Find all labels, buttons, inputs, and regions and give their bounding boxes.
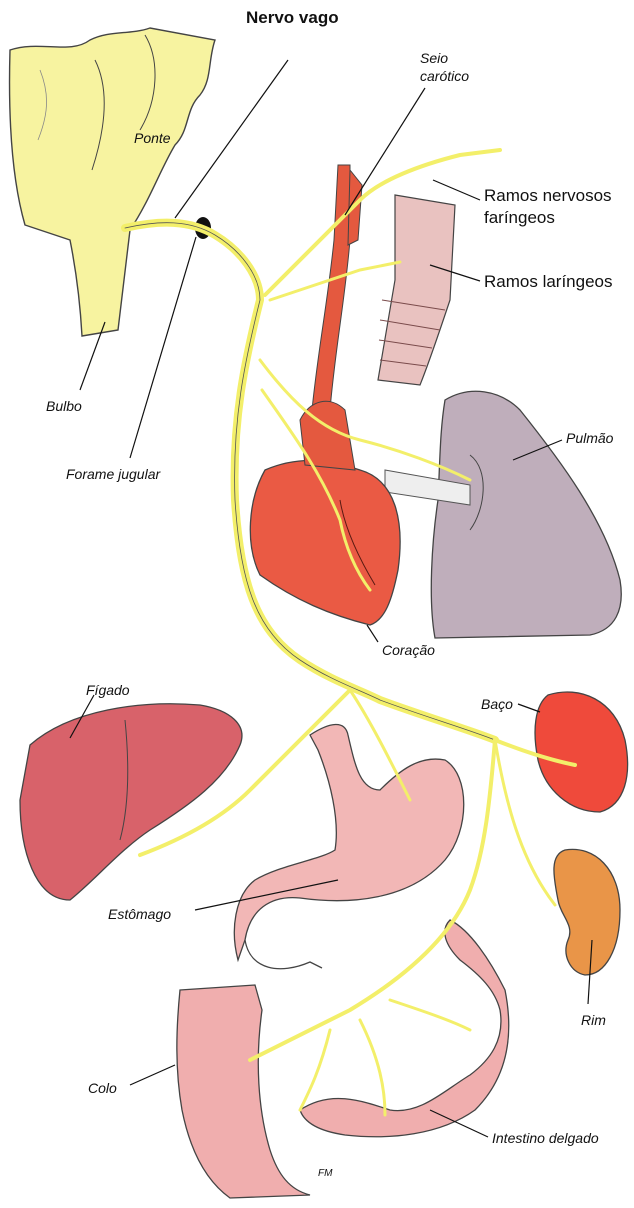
signature: FM [318, 1168, 332, 1179]
